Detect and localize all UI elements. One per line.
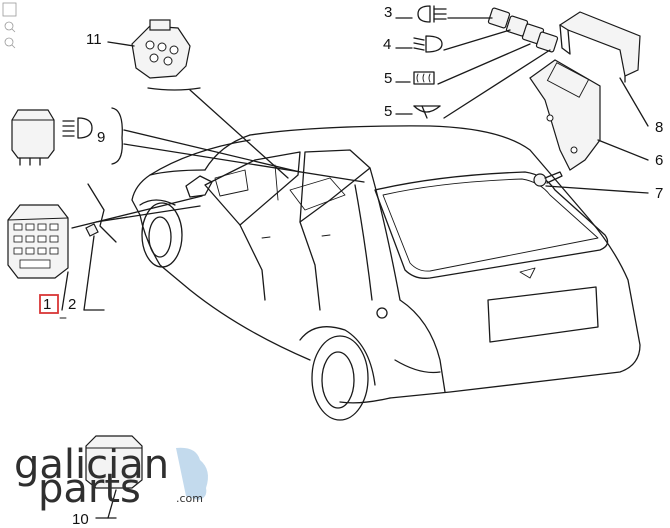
callout-5a[interactable]: 5 xyxy=(384,70,392,87)
high-beam-icon xyxy=(62,117,93,139)
callout-5b[interactable]: 5 xyxy=(384,103,392,120)
callout-3[interactable]: 3 xyxy=(384,4,392,21)
leader-2 xyxy=(83,235,95,311)
leader-4 xyxy=(443,29,511,51)
callout-1[interactable]: 1 xyxy=(43,296,51,313)
leader-1a xyxy=(71,195,203,229)
zoom-controls[interactable] xyxy=(2,2,17,49)
leader-11 xyxy=(107,41,135,47)
callout-1-highlight xyxy=(39,294,59,314)
leader-9b xyxy=(123,143,365,183)
leader-8 xyxy=(619,77,649,127)
leader-5b xyxy=(443,49,551,119)
car-illustration xyxy=(131,125,641,421)
galicia-map-icon xyxy=(176,447,208,500)
zoom-out-icon[interactable] xyxy=(4,37,14,47)
leader-1b xyxy=(95,205,201,223)
callout-8[interactable]: 8 xyxy=(655,119,663,136)
galicianparts-logo: galician parts .com xyxy=(14,442,208,512)
part-10-relay[interactable] xyxy=(85,435,143,489)
leader-7 xyxy=(545,185,649,194)
fit-icon[interactable] xyxy=(2,2,17,17)
zoom-in-icon[interactable] xyxy=(4,21,14,31)
watermark-domain: .com xyxy=(176,492,203,505)
wiper-icon xyxy=(413,105,441,119)
part-9-relay[interactable] xyxy=(11,109,55,166)
watermark-line1: galician xyxy=(14,442,169,488)
leader-11-car xyxy=(189,89,289,179)
bracket-9 xyxy=(111,107,123,165)
bracket-11 xyxy=(147,87,201,91)
relay-group[interactable] xyxy=(487,7,559,53)
part-11-connector[interactable] xyxy=(131,19,191,79)
leader-5a xyxy=(437,43,531,85)
watermark-line2: parts xyxy=(38,466,141,512)
leader-9a xyxy=(123,129,301,173)
callout-6[interactable]: 6 xyxy=(655,152,663,169)
part-8-cover[interactable] xyxy=(558,11,641,83)
part-6-bracket[interactable] xyxy=(529,59,601,171)
leader-6 xyxy=(597,139,649,161)
leader-1 xyxy=(61,271,69,311)
part-2-fuse[interactable] xyxy=(85,223,99,237)
callout-11[interactable]: 11 xyxy=(86,31,102,48)
rear-defroster-icon xyxy=(413,71,435,85)
low-beam-icon xyxy=(413,35,443,53)
part-1-fuse-box[interactable] xyxy=(7,204,69,279)
part-7-screw[interactable] xyxy=(533,171,563,187)
bracket-1 xyxy=(87,183,117,243)
callout-10[interactable]: 10 xyxy=(72,511,89,528)
callout-4[interactable]: 4 xyxy=(383,36,391,53)
leader-10 xyxy=(107,489,117,519)
callout-7[interactable]: 7 xyxy=(655,185,663,202)
fog-light-icon xyxy=(417,5,447,23)
callout-9[interactable]: 9 xyxy=(97,129,105,146)
callout-2[interactable]: 2 xyxy=(68,296,76,313)
